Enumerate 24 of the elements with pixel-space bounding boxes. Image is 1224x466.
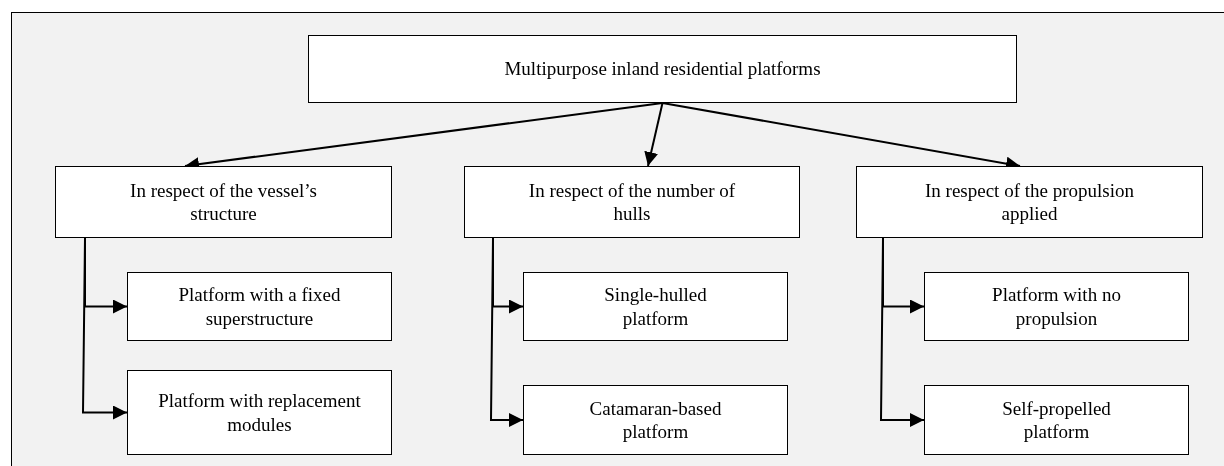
category-box	[127, 272, 392, 341]
arrow	[644, 102, 664, 167]
category-box	[55, 166, 392, 238]
title-box	[308, 35, 1017, 103]
category-box	[464, 166, 800, 238]
node-text: In respect of the propulsion applied	[924, 178, 1135, 226]
category-box	[924, 272, 1189, 341]
category-box	[856, 166, 1203, 238]
node-text: In respect of the number of hulls	[527, 178, 737, 226]
category-box	[924, 385, 1189, 455]
arrow	[82, 237, 128, 420]
node-text: In respect of the vessel’s structure	[129, 178, 318, 226]
category-box	[523, 272, 788, 341]
node-text: Multipurpose inland residential platforms	[504, 57, 821, 81]
node-text: Catamaran-based platform	[588, 396, 723, 444]
category-box	[127, 370, 392, 455]
arrow	[490, 237, 524, 427]
node-text: Platform with a fixed superstructure	[177, 283, 342, 330]
node-text: Platform with no propulsion	[991, 283, 1122, 330]
category-box	[523, 385, 788, 455]
arrow	[880, 237, 925, 427]
node-text: Platform with replacement modules	[157, 389, 362, 436]
node-text: Self-propelled platform	[1001, 396, 1112, 444]
node-text: Single-hulled platform	[603, 283, 708, 330]
